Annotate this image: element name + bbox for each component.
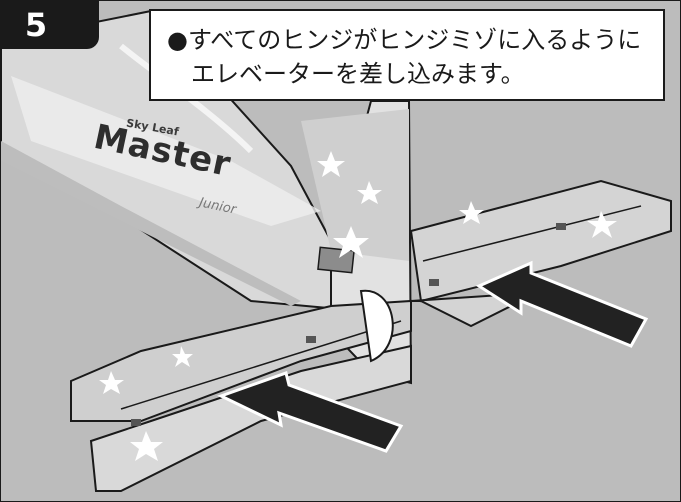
step-number: 5 [24,6,48,44]
insertion-arrows [217,260,649,453]
left-elevator [70,289,412,492]
star-decorations [99,151,617,461]
fuselage [1,9,399,313]
instruction-line-1: ●すべてのヒンジがヒンジミゾに入るように [167,26,642,54]
instruction-callout: ●すべてのヒンジがヒンジミゾに入るように エレベーターを差し込みます。 [149,9,665,101]
instruction-line-2: エレベーターを差し込みます。 [191,60,525,88]
step-number-badge: 5 [1,1,99,49]
